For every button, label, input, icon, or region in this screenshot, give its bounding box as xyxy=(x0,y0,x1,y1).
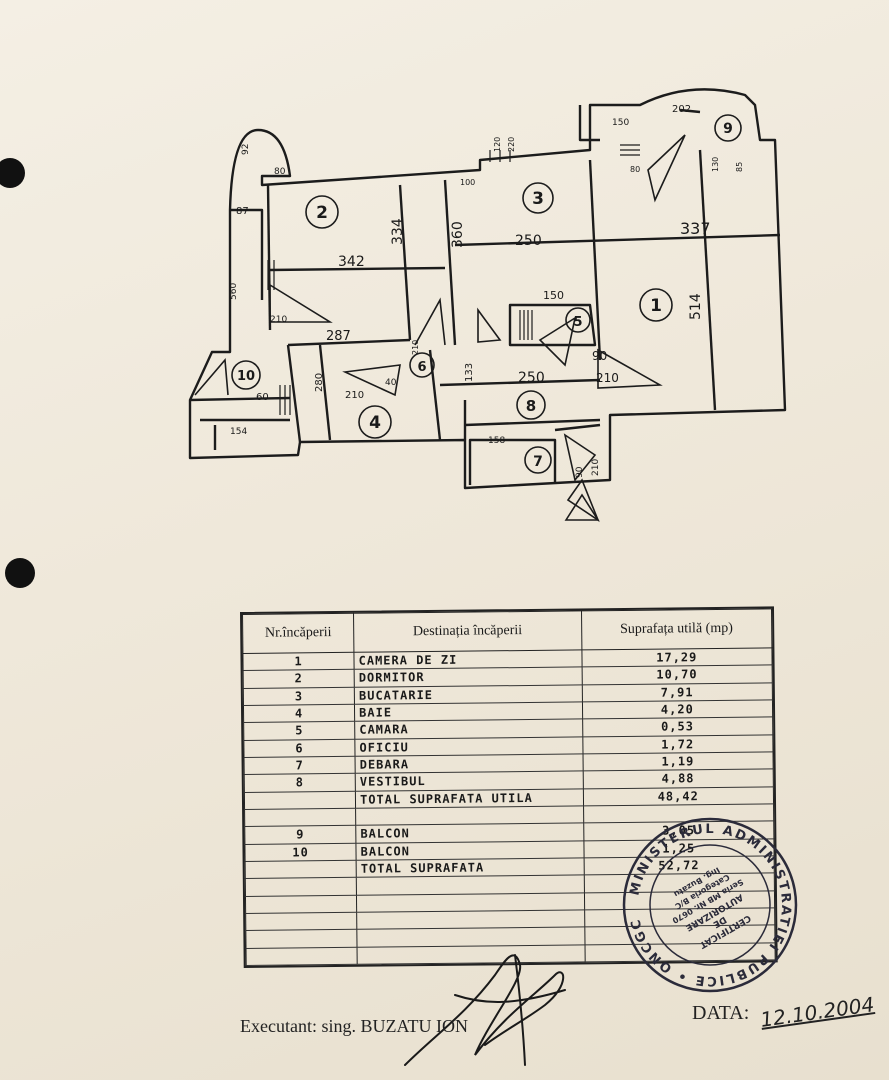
dim-room10-a: 154 xyxy=(230,427,247,437)
dim-room6-b: 40 xyxy=(385,378,397,388)
row-number xyxy=(245,877,357,897)
dim-room10-c: 60 xyxy=(256,392,269,403)
dim-room4-b: 210 xyxy=(345,390,364,401)
punch-hole-bottom xyxy=(5,558,35,588)
row-number: 8 xyxy=(244,773,356,793)
dim-misc-7: 90 xyxy=(575,466,585,478)
dim-room9-b: 150 xyxy=(612,118,629,128)
room-number-2: 2 xyxy=(316,203,328,223)
dim-room3-width: 250 xyxy=(515,233,542,249)
dim-misc-12: 85 xyxy=(735,162,744,172)
row-number xyxy=(245,860,357,879)
room-number-6: 6 xyxy=(417,360,426,375)
row-number xyxy=(245,894,357,914)
dim-misc-9: 80 xyxy=(630,165,640,174)
room-number-4: 4 xyxy=(369,413,381,433)
date-value: 12.10.2004 xyxy=(759,992,876,1032)
dim-room5: 150 xyxy=(543,289,564,302)
row-area: 1,19 xyxy=(582,751,774,772)
executant-signature-line: Executant: sing. BUZATU ION xyxy=(240,1016,468,1036)
room-number-1: 1 xyxy=(650,296,662,316)
punch-hole-top xyxy=(0,158,25,188)
row-number: 9 xyxy=(244,825,357,845)
dim-misc-5: 220 xyxy=(507,137,516,152)
row-area: 10,70 xyxy=(581,665,773,685)
row-area: 4,20 xyxy=(582,699,773,720)
row-number xyxy=(244,808,356,827)
dim-misc-6: 130 xyxy=(711,157,720,172)
dim-misc-0: 92 xyxy=(241,144,251,155)
dim-misc-10: 210 xyxy=(411,340,420,355)
dim-room8-width: 250 xyxy=(518,370,545,386)
row-area: 0,53 xyxy=(582,717,773,737)
row-number: 4 xyxy=(243,704,355,723)
dim-misc-8: 210 xyxy=(591,459,601,476)
header-useful-area: Suprafața utilă (mp) xyxy=(581,608,772,650)
row-number xyxy=(245,929,358,949)
dim-room1-length: 514 xyxy=(688,293,704,320)
dim-room1-width: 337 xyxy=(680,219,711,238)
dim-room2-width: 342 xyxy=(338,254,365,270)
row-number: 1 xyxy=(242,652,355,671)
dim-room4-a: 287 xyxy=(326,329,351,344)
header-room-number: Nr.încăperii xyxy=(242,613,355,654)
dim-room10-b: 560 xyxy=(229,283,239,300)
dim-room4-c: 280 xyxy=(314,373,325,392)
room-number-8: 8 xyxy=(526,397,536,415)
dim-room2-length: 334 xyxy=(390,218,406,245)
header-room-purpose: Destinația încăperii xyxy=(353,610,582,653)
handwritten-signature xyxy=(404,954,566,1066)
dim-room8-door-a: 90 xyxy=(592,349,607,363)
dim-room8-door-b: 210 xyxy=(596,371,619,385)
row-area: 4,88 xyxy=(582,769,774,789)
row-number: 6 xyxy=(243,738,356,758)
row-number: 7 xyxy=(244,756,356,775)
dim-misc-11: 100 xyxy=(460,178,475,187)
official-stamp: MINISTERUL ADMINISTRATIEI PUBLICE • ONCG… xyxy=(622,817,798,993)
dim-misc-1: 80 xyxy=(274,167,286,177)
room-number-3: 3 xyxy=(532,189,544,209)
dim-misc-2: 87 xyxy=(236,206,249,217)
row-area: 1,72 xyxy=(582,734,773,754)
dim-room9-a: 202 xyxy=(672,104,691,115)
entrance-arrow-icon xyxy=(564,493,600,521)
dim-room6-a: 133 xyxy=(464,363,475,382)
floor-plan: 2 3 1 4 5 6 7 8 9 10 337 514 342 334 360… xyxy=(188,88,787,523)
row-area: 48,42 xyxy=(582,786,774,806)
row-number xyxy=(245,912,357,931)
room-number-7: 7 xyxy=(533,454,543,470)
room-number-10: 10 xyxy=(237,369,255,384)
row-area: 17,29 xyxy=(581,647,773,668)
dim-room7: 158 xyxy=(488,436,505,446)
room-number-5: 5 xyxy=(573,315,582,330)
date-label: DATA: xyxy=(692,1002,750,1024)
date-field: DATA: 12.10.2004 xyxy=(692,992,876,1032)
row-number: 3 xyxy=(243,686,355,706)
room-number-9: 9 xyxy=(723,121,733,137)
row-number: 10 xyxy=(244,842,357,862)
row-number: 2 xyxy=(243,669,355,689)
dim-misc-3: 210 xyxy=(270,315,287,325)
row-number: 5 xyxy=(243,721,355,741)
row-number xyxy=(244,790,356,810)
dim-room3-length: 360 xyxy=(450,221,466,248)
row-number xyxy=(246,946,358,966)
dim-misc-4: 120 xyxy=(493,137,502,152)
row-area: 7,91 xyxy=(581,682,773,702)
